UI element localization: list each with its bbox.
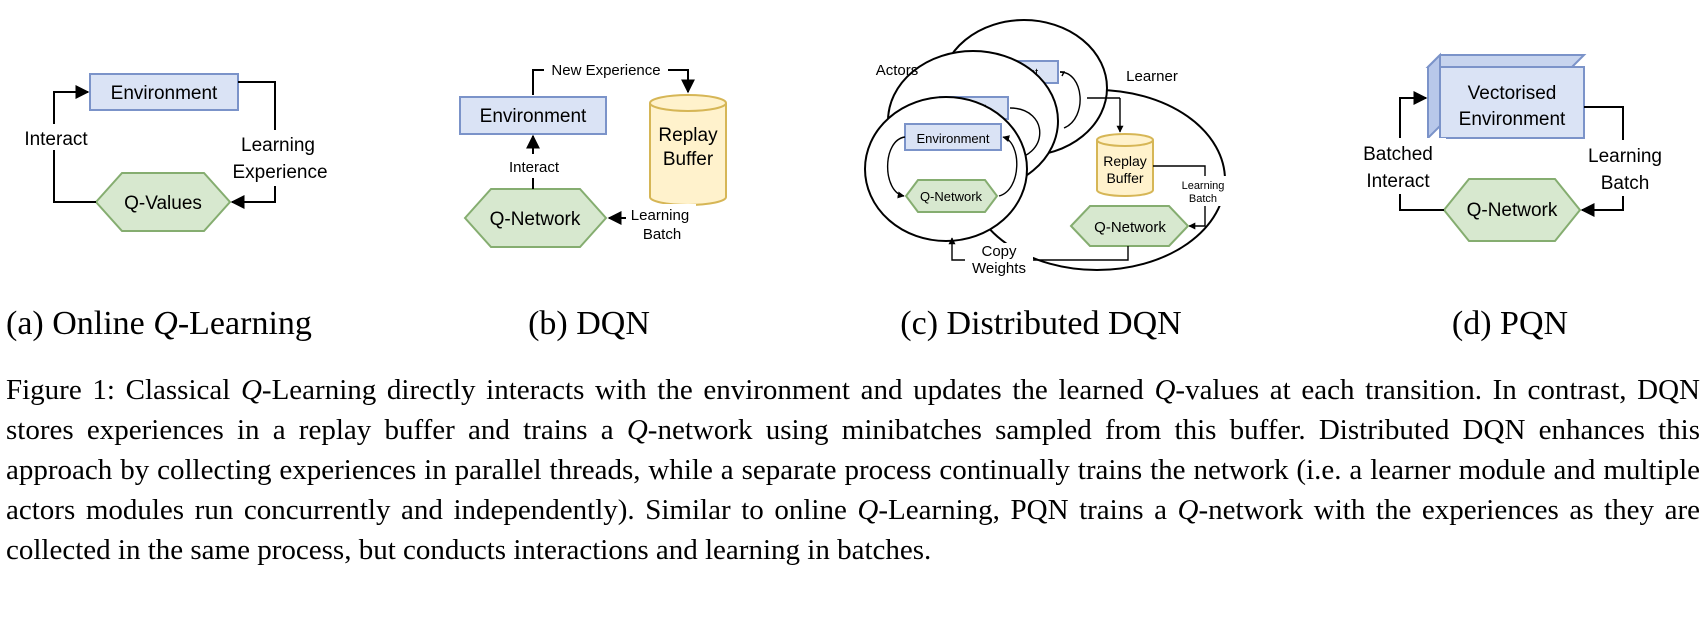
- figure-caption: Figure 1: Classical Q-Learning directly …: [6, 374, 1700, 566]
- panel-d-pqn: Vectorised Environment Q-Network Batched…: [1352, 52, 1670, 242]
- vectorised-environment-label-line2: Environment: [1459, 109, 1566, 130]
- replay-buffer-label-line1: Replay: [658, 125, 718, 146]
- interact-label: Interact: [509, 159, 560, 176]
- q-network-hexagon: [1442, 178, 1582, 242]
- actors-label: Actors: [876, 62, 919, 79]
- environment-label: Environment: [111, 83, 218, 104]
- new-experience-label: New Experience: [551, 62, 660, 79]
- environment-box: [89, 73, 239, 111]
- environment-label: Environment: [480, 106, 587, 127]
- actor-q-network-hexagon: [904, 179, 999, 213]
- vectorised-environment-box: [1439, 66, 1585, 139]
- learning-label-line1: Learning: [241, 135, 315, 156]
- figure-diagrams: Environment Q-Values Interact Learning E…: [6, 19, 1670, 342]
- learner-q-network-label: Q-Network: [1094, 219, 1166, 236]
- actor-environment-box: [904, 123, 1002, 151]
- vectorised-environment-top-face: [1425, 54, 1587, 68]
- actor-q-network-label: Q-Network: [920, 189, 983, 204]
- learning-batch-label-line1: Learning: [631, 207, 689, 224]
- environment-box: [459, 96, 607, 135]
- learner-q-network-hexagon: [1069, 205, 1190, 247]
- learning-label-line2: Experience: [232, 162, 327, 183]
- learning-batch-label-line1: Learning: [1588, 146, 1662, 167]
- copy-weights-label-line1: Copy: [981, 243, 1017, 260]
- q-network-hexagon: [463, 188, 608, 248]
- learning-batch-label-line2: Batch: [643, 226, 681, 243]
- actor-experience-loop: [998, 135, 1018, 197]
- q-values-hexagon: [94, 172, 232, 232]
- vectorised-environment-side-face: [1427, 52, 1441, 141]
- copy-weights-label-line2: Weights: [972, 260, 1026, 277]
- interact-label: Interact: [24, 129, 88, 150]
- batched-interact-label-line2: Interact: [1366, 171, 1430, 192]
- learner-replay-label-line2: Buffer: [1106, 170, 1143, 186]
- learner-batch-label-line1: Learning: [1182, 180, 1225, 192]
- actor-interact-loop: [886, 136, 906, 199]
- learner-replay-label-line1: Replay: [1103, 153, 1147, 169]
- actor-environment-label: Environment: [917, 131, 990, 146]
- panel-c-distributed-dqn: ment ment Environment Q-Network Replay B…: [864, 19, 1230, 277]
- subcaption-d: (d) PQN: [1452, 305, 1568, 342]
- panel-b-dqn: Environment Replay Buffer New Experience…: [459, 62, 727, 248]
- vectorised-environment-label-line1: Vectorised: [1468, 83, 1557, 104]
- subcaption-b: (b) DQN: [528, 305, 650, 342]
- subcaption-c: (c) Distributed DQN: [900, 305, 1181, 342]
- panel-a-online-q-learning: Environment Q-Values Interact Learning E…: [14, 73, 336, 232]
- learner-replay-buffer: [1096, 140, 1154, 197]
- learner-label: Learner: [1126, 68, 1178, 85]
- batched-interact-label-line1: Batched: [1363, 144, 1433, 165]
- replay-buffer-label-line2: Buffer: [663, 149, 714, 170]
- copy-weights-arrow: [948, 237, 1129, 261]
- learner-batch-label-line2: Batch: [1189, 193, 1217, 205]
- q-values-label: Q-Values: [124, 193, 202, 214]
- actor-3-loop: [1059, 71, 1081, 129]
- actor-circle-1: [864, 96, 1028, 242]
- q-network-label: Q-Network: [1467, 200, 1558, 221]
- learning-batch-label-line2: Batch: [1601, 173, 1650, 194]
- subcaption-a: (a) Online Q-Learning: [6, 305, 312, 342]
- q-network-label: Q-Network: [490, 209, 581, 230]
